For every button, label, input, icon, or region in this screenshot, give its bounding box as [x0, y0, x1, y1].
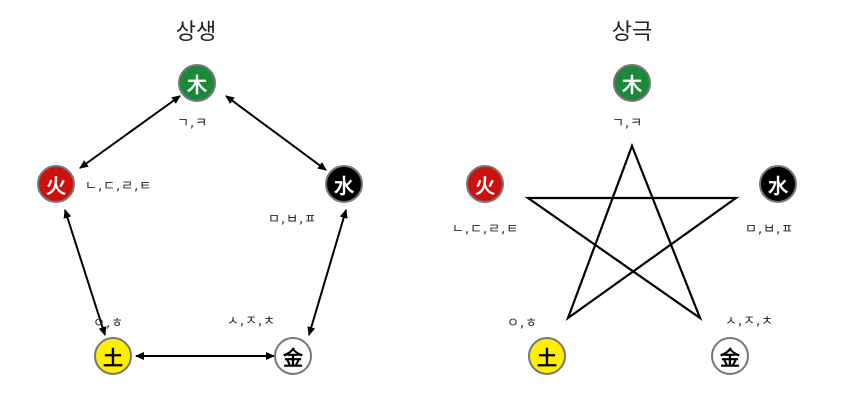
sounds-water-left: ㅁ,ㅂ,ㅍ [268, 212, 318, 227]
sounds-metal-right: ㅅ,ㅈ,ㅊ [725, 314, 775, 329]
sounds-fire-left: ㄴ,ㄷ,ㄹ,ㅌ [85, 179, 153, 194]
node-fire-left: 火 [37, 165, 75, 203]
node-earth-right: 土 [528, 337, 566, 375]
sounds-earth-right: ㅇ,ㅎ [507, 316, 539, 331]
node-wood-left: 木 [178, 64, 216, 102]
node-water-right: 水 [759, 165, 797, 203]
arrow-wood-water [225, 95, 327, 171]
title-sangsaeng: 상생 [175, 20, 217, 45]
node-wood-right: 木 [613, 64, 651, 102]
arrow-fire-wood [79, 95, 181, 169]
node-fire-right: 火 [466, 165, 504, 203]
node-metal-left: 金 [274, 337, 312, 375]
overcoming-star [524, 142, 740, 321]
sounds-earth-left: ㅇ,ㅎ [93, 316, 125, 331]
arrow-earth-fire [63, 209, 107, 336]
arrow-water-metal [307, 209, 348, 336]
node-metal-right: 金 [711, 337, 749, 375]
title-sanggeuk: 상극 [611, 20, 653, 45]
node-water-left: 水 [325, 165, 363, 203]
sounds-fire-right: ㄴ,ㄷ,ㄹ,ㅌ [452, 222, 520, 237]
sounds-water-right: ㅁ,ㅂ,ㅍ [745, 222, 795, 237]
sounds-wood-right: ㄱ,ㅋ [612, 116, 644, 131]
node-earth-left: 土 [94, 337, 132, 375]
sounds-metal-left: ㅅ,ㅈ,ㅊ [227, 314, 277, 329]
sounds-wood-left: ㄱ,ㅋ [177, 116, 209, 131]
